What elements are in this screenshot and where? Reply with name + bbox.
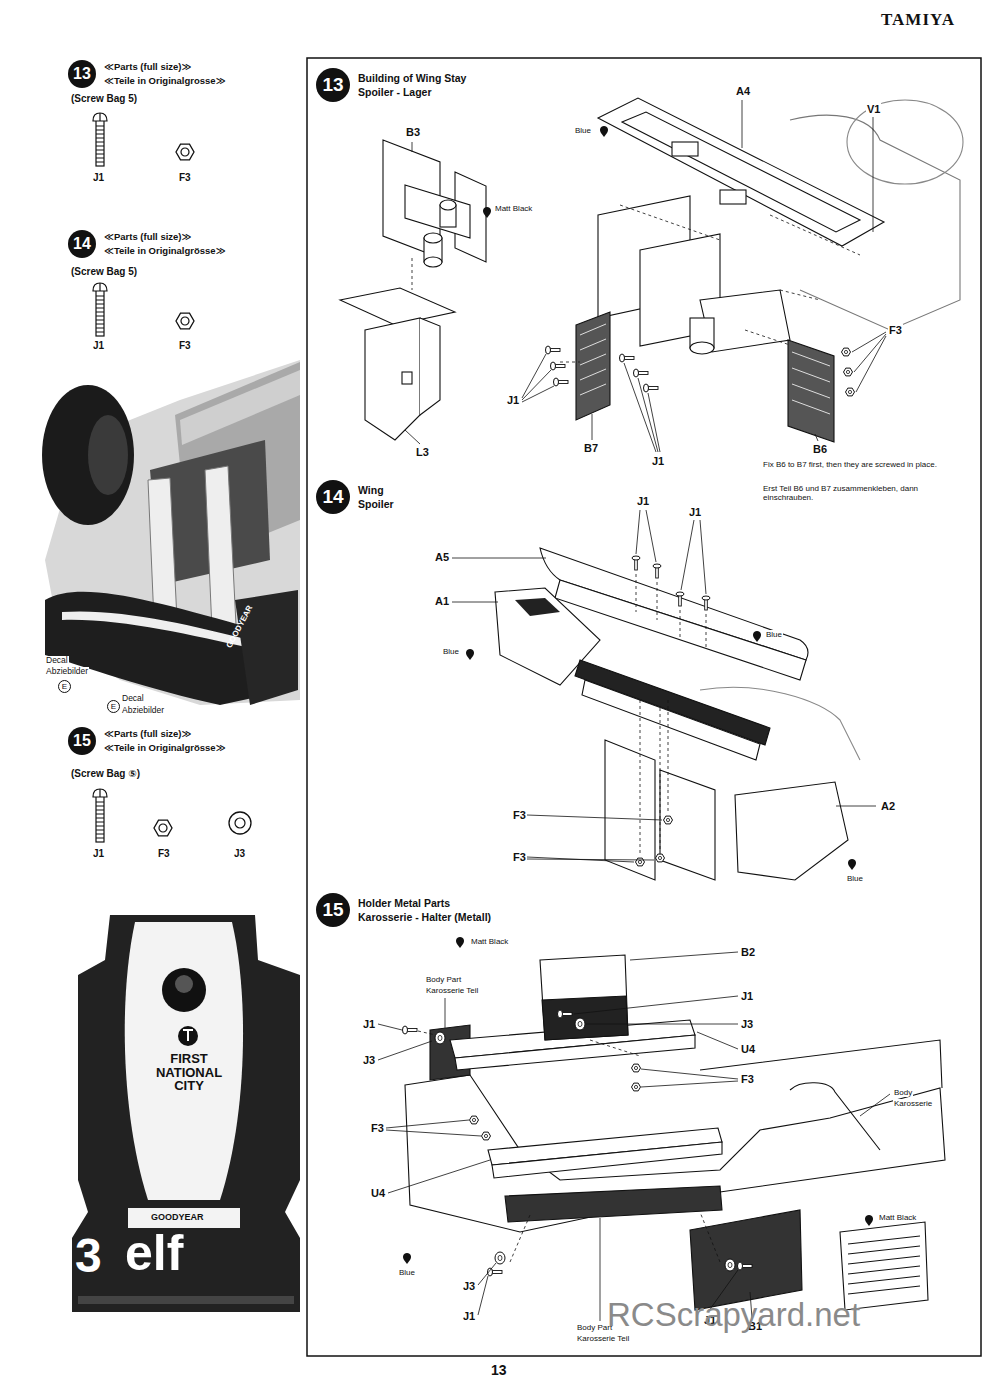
assembly-note: Fix B6 to B7 first, then they are screwe… [762, 460, 964, 469]
part-label: (Screw Bag ⑤) [70, 768, 141, 780]
body-photo [72, 915, 300, 1312]
part-label: elf [124, 1228, 184, 1278]
step-number: 15 [68, 727, 96, 755]
part-label: J1 [506, 394, 520, 407]
part-label: (Screw Bag 5) [70, 266, 138, 278]
assembly-note: Erst Teil B6 und B7 zusammenkleben, dann… [762, 484, 969, 502]
heading-text: Wing [358, 483, 394, 497]
step-title: ≪Parts (full size)≫≪Teile in Originalgro… [104, 60, 226, 88]
step-heading: 13 Building of Wing StaySpoiler - Lager [316, 68, 466, 102]
heading-text: ≪Parts (full size)≫ [104, 230, 226, 244]
heading-text: Holder Metal Parts [358, 896, 491, 910]
part-label: Karosserie Teil [576, 1334, 630, 1343]
step-title: ≪Parts (full size)≫≪Teile in Originalgrö… [104, 230, 226, 258]
part-label: V1 [866, 103, 881, 116]
step-heading: 15 Holder Metal PartsKarosserie - Halter … [316, 893, 491, 927]
step-number: 13 [316, 68, 350, 102]
part-label: B6 [812, 443, 828, 456]
step-title: Building of Wing StaySpoiler - Lager [358, 71, 466, 99]
heading-text: ≪Teile in Originalgrosse≫ [104, 74, 226, 88]
part-label: (Screw Bag 5) [70, 93, 138, 105]
part-label: Matt Black [470, 937, 509, 946]
part-label: B2 [740, 946, 756, 959]
part-label: F3 [512, 809, 527, 822]
part-label: J3 [740, 1018, 754, 1031]
part-label: F3 [370, 1122, 385, 1135]
heading-text: Building of Wing Stay [358, 71, 466, 85]
part-label: L3 [415, 446, 430, 459]
step-heading: 14 ≪Parts (full size)≫≪Teile in Originalg… [68, 230, 226, 258]
part-label: F3 [157, 848, 171, 860]
heading-text: ≪Parts (full size)≫ [104, 727, 226, 741]
step-title: WingSpoiler [358, 483, 394, 511]
part-label: J1 [688, 506, 702, 519]
heading-text: Spoiler [358, 497, 394, 511]
part-label: A2 [880, 800, 896, 813]
part-label: Matt Black [878, 1213, 917, 1222]
part-label: Matt Black [494, 204, 533, 213]
step-heading: 15 ≪Parts (full size)≫≪Teile in Originalg… [68, 727, 226, 755]
part-label: 3 [74, 1232, 103, 1280]
part-label: A4 [735, 85, 751, 98]
step-number: 15 [316, 893, 350, 927]
heading-text: ≪Parts (full size)≫ [104, 60, 226, 74]
part-label: Blue [574, 126, 592, 135]
part-label: Decal [45, 656, 69, 666]
part-label: F3 [512, 851, 527, 864]
part-label: F3 [178, 340, 192, 352]
part-label: GOODYEAR [150, 1212, 205, 1222]
heading-text: Spoiler - Lager [358, 85, 466, 99]
part-label: Blue [765, 630, 783, 639]
part-label: U4 [370, 1187, 386, 1200]
part-label: RCScrapyard.net [606, 1296, 861, 1334]
wing-photo [42, 360, 300, 705]
part-label: Blue [398, 1268, 416, 1277]
part-label: J1 [362, 1018, 376, 1031]
part-label: B7 [583, 442, 599, 455]
part-label: J1 [92, 848, 105, 860]
part-label: B3 [405, 126, 421, 139]
part-label: Karosserie [893, 1099, 933, 1108]
part-label: Body Part [425, 975, 462, 984]
part-label: F3 [740, 1073, 755, 1086]
part-label: J1 [651, 455, 665, 468]
step-number: 14 [316, 480, 350, 514]
part-label: Body [893, 1088, 913, 1097]
part-label: J1 [740, 990, 754, 1003]
part-label: J3 [462, 1280, 476, 1293]
part-label: J3 [362, 1054, 376, 1067]
part-label: Blue [442, 647, 460, 656]
part-label: J1 [92, 172, 105, 184]
decal-marker: E [107, 700, 120, 713]
heading-text: ≪Teile in Originalgrösse≫ [104, 741, 226, 755]
part-label: A1 [434, 595, 450, 608]
part-label: Abziebilder [121, 706, 165, 716]
part-label: A5 [434, 551, 450, 564]
part-label: Abziebilder [45, 667, 89, 677]
part-label: U4 [740, 1043, 756, 1056]
heading-text: Karosserie - Halter (Metall) [358, 910, 491, 924]
decal-marker: E [58, 680, 71, 693]
part-label: F3 [178, 172, 192, 184]
part-label: Blue [846, 874, 864, 883]
part-label: TAMIYA [880, 10, 956, 30]
step-number: 14 [68, 230, 96, 258]
part-label: Decal [121, 694, 145, 704]
step-number: 13 [68, 60, 96, 88]
step-title: Holder Metal PartsKarosserie - Halter (M… [358, 896, 491, 924]
part-label: 13 [490, 1362, 508, 1378]
heading-text: ≪Teile in Originalgrösse≫ [104, 244, 226, 258]
part-label: Karosserie Teil [425, 986, 479, 995]
assembly-note: FIRST NATIONAL CITY [148, 1052, 230, 1093]
step-heading: 13 ≪Parts (full size)≫≪Teile in Originalg… [68, 60, 226, 88]
part-label: F3 [888, 324, 903, 337]
part-label: J1 [462, 1310, 476, 1323]
part-label: J1 [636, 495, 650, 508]
step-title: ≪Parts (full size)≫≪Teile in Originalgrö… [104, 727, 226, 755]
part-label: J1 [92, 340, 105, 352]
part-label: J3 [233, 848, 246, 860]
step-heading: 14 WingSpoiler [316, 480, 394, 514]
